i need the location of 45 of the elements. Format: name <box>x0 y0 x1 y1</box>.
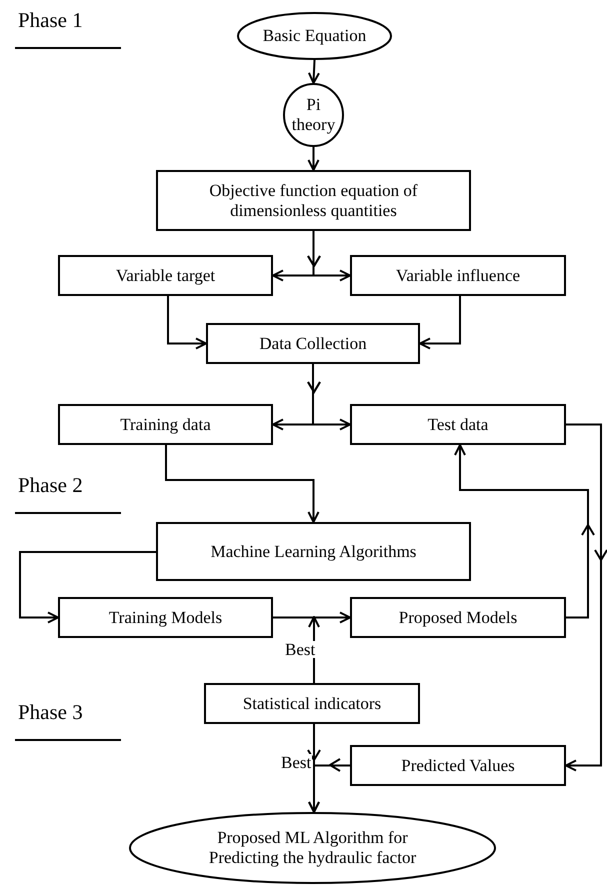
node-label: Variable target <box>116 266 216 286</box>
process-box <box>350 404 566 445</box>
process-circle <box>283 83 344 147</box>
node-label: Machine Learning Algorithms <box>210 542 416 562</box>
connector-arrow <box>454 444 595 618</box>
node-label: Pi theory <box>290 95 336 135</box>
connector-arrow <box>165 445 320 523</box>
terminal-ellipse <box>237 12 392 60</box>
node-label: Training Models <box>108 608 222 628</box>
node-label: Basic Equation <box>262 26 366 46</box>
edge-label: Best <box>280 754 312 771</box>
connector-arrow <box>419 296 461 350</box>
process-box <box>204 683 420 724</box>
node-label: Proposed ML Algorithm for Predicting the hydraulic factor <box>208 828 418 868</box>
process-box <box>58 597 273 638</box>
process-box <box>350 255 566 296</box>
connector-arrow <box>273 612 351 624</box>
node-label: Predicted Values <box>401 756 515 776</box>
node-label: Training data <box>120 414 211 434</box>
node-label: Test data <box>428 414 488 434</box>
process-box <box>350 597 566 638</box>
node-label: Statistical indicators <box>242 694 382 714</box>
phase-heading: Phase 3 <box>15 700 121 741</box>
process-box <box>206 323 420 364</box>
phase-heading: Phase 1 <box>15 8 121 49</box>
connector-arrow <box>308 60 320 84</box>
connector-arrow <box>308 147 320 171</box>
connector-arrow <box>565 424 607 772</box>
node-label: Objective function equation of dimensionless quantities <box>208 180 419 220</box>
process-box <box>58 404 273 445</box>
process-box <box>156 170 471 231</box>
terminal-ellipse <box>129 812 496 884</box>
connector-arrow <box>307 363 351 430</box>
process-box <box>156 522 471 581</box>
node-label: Data Collection <box>259 334 367 354</box>
node-label: Proposed Models <box>398 608 518 628</box>
process-box <box>350 745 566 786</box>
process-box <box>58 255 273 296</box>
connector-arrow <box>167 296 207 350</box>
phase-heading: Phase 2 <box>15 473 121 514</box>
node-label: Variable influence <box>396 266 520 286</box>
edge-label: Best <box>284 641 316 658</box>
connector-arrow <box>19 551 156 624</box>
connector-arrow <box>308 758 351 813</box>
connector-arrow <box>307 230 351 282</box>
